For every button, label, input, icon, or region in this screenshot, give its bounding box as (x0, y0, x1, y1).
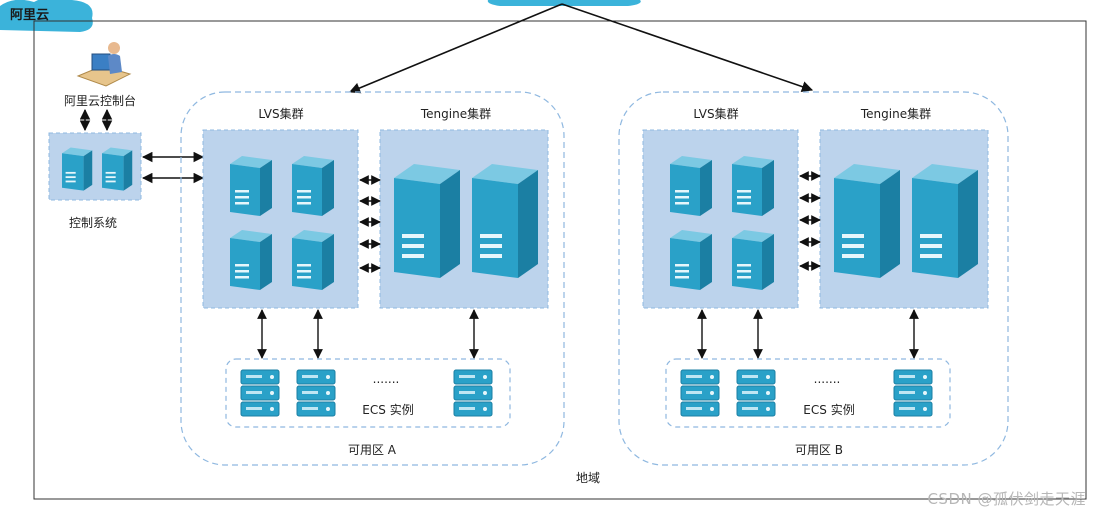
zone-a-tengine-label: Tengine集群 (420, 107, 492, 121)
control-system-label: 控制系统 (68, 216, 118, 230)
ecs-instance-icon (296, 369, 336, 417)
zone-b-tengine-label: Tengine集群 (860, 107, 932, 121)
ecs-instance-icon (240, 369, 280, 417)
zone-a (180, 91, 565, 466)
zone-a-lvs-cluster (202, 129, 359, 309)
lvs-server-icon (732, 230, 774, 290)
tengine-server-icon (472, 164, 538, 278)
csdn-watermark: CSDN @孤伏剑走天涯 (927, 490, 1086, 508)
lvs-server-icon (670, 230, 712, 290)
region-border (33, 20, 1087, 500)
internet-cloud-icon (487, 0, 641, 6)
region-label: 地域 (575, 471, 601, 485)
lvs-server-icon (292, 156, 334, 216)
lvs-server-icon (292, 230, 334, 290)
zone-b (618, 91, 1009, 466)
zone-b-label: 可用区 B (794, 443, 844, 457)
zone-a-label: 可用区 A (347, 443, 397, 457)
lvs-server-icon (230, 156, 272, 216)
zone-b-ecs-label: ECS 实例 (803, 403, 855, 417)
lvs-server-icon (732, 156, 774, 216)
tengine-server-icon (394, 164, 460, 278)
traffic-arrow-b (561, 3, 814, 93)
ecs-instance-icon (736, 369, 776, 417)
zone-b-border (618, 91, 1009, 466)
console-user-icon (76, 42, 132, 87)
zone-a-lvs-label: LVS集群 (258, 107, 304, 121)
tengine-server-icon (834, 164, 900, 278)
control-server-icon (62, 147, 93, 191)
zone-b-lvs-cluster (642, 129, 799, 309)
console-label: 阿里云控制台 (63, 94, 137, 108)
ecs-instance-icon (893, 369, 933, 417)
ecs-instance-icon (680, 369, 720, 417)
traffic-arrow-a (348, 3, 563, 94)
aliyun-cloud-icon (0, 0, 93, 32)
zone-a-ecs-label: ECS 实例 (362, 403, 414, 417)
zone-a-ecs-dots: ....... (372, 372, 400, 386)
zone-a-border (180, 91, 565, 466)
ecs-instance-icon (453, 369, 493, 417)
lvs-server-icon (670, 156, 712, 216)
control-server-icon (102, 147, 133, 191)
lvs-server-icon (230, 230, 272, 290)
tengine-server-icon (912, 164, 978, 278)
zone-b-lvs-label: LVS集群 (693, 107, 739, 121)
zone-b-ecs-dots: ....... (813, 372, 841, 386)
aliyun-logo-text: 阿里云 (10, 8, 50, 23)
